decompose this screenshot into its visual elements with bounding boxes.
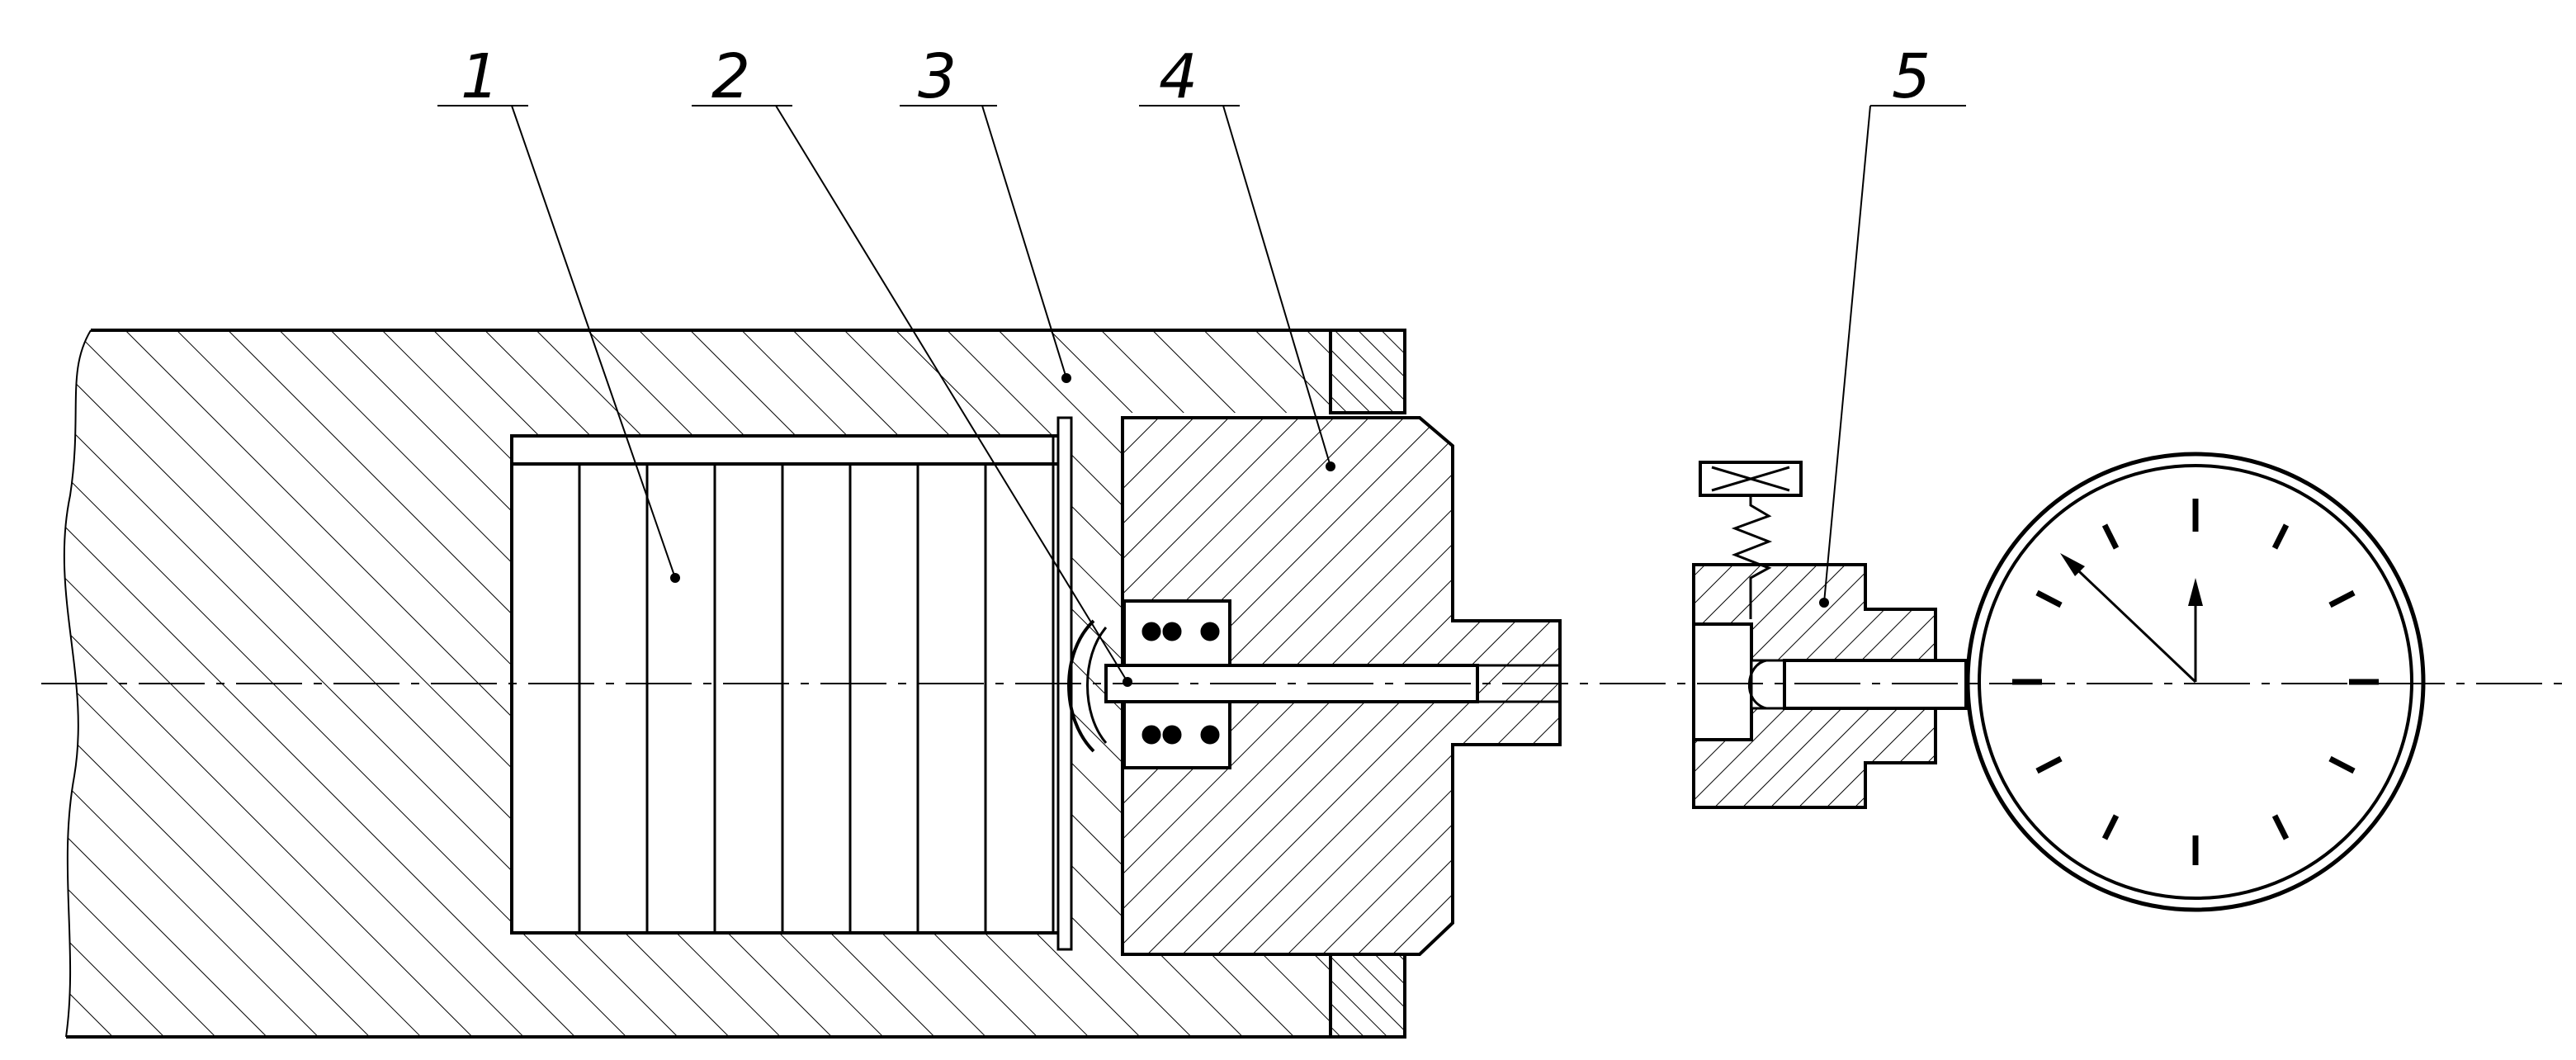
callout-label-5: 5 (1892, 41, 1931, 112)
spring-anchor (1699, 461, 1803, 619)
indicator-holder (1692, 563, 1968, 809)
dial-needles (2060, 553, 2203, 684)
callout-label-3: 3 (918, 41, 957, 112)
end-ring (1329, 329, 1406, 1039)
dial-indicator (1965, 452, 2426, 912)
plate-stack (510, 434, 1066, 935)
callout-labels: 1 2 3 4 5 (461, 41, 1931, 112)
leader-dots (670, 373, 1829, 687)
callout-label-1: 1 (461, 41, 499, 112)
leader-lines (437, 105, 1966, 683)
callout-label-2: 2 (711, 41, 750, 112)
callout-label-4: 4 (1159, 41, 1198, 112)
dial-ticks (2012, 499, 2379, 865)
